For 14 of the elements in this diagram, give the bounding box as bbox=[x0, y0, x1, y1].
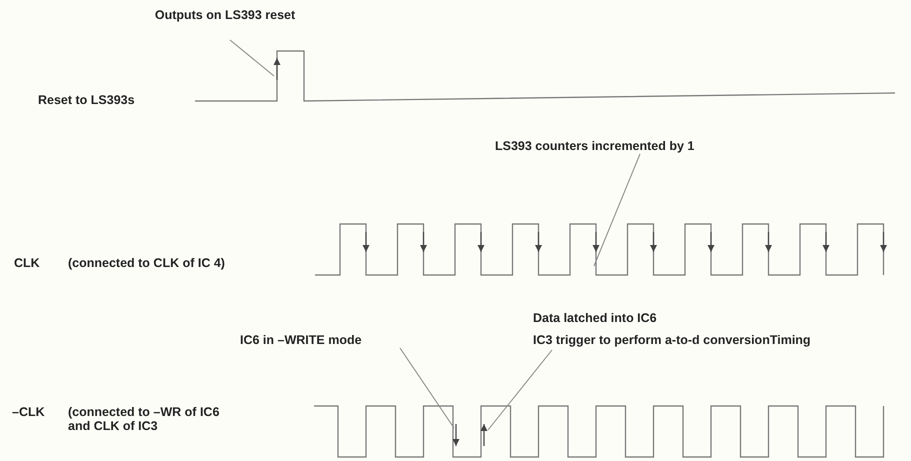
callout-text: LS393 counters incremented by 1 bbox=[495, 139, 775, 153]
callout-text: IC3 trigger to perform a-to-d conversionTiming bbox=[533, 333, 812, 347]
signal-label: (connected to –WR of IC6 and CLK of IC3 bbox=[68, 405, 220, 433]
callout-text: Data latched into IC6 bbox=[533, 311, 658, 325]
callout-text: IC6 in –WRITE mode bbox=[240, 333, 420, 347]
leader-line bbox=[488, 350, 552, 430]
leader-line bbox=[230, 40, 274, 76]
leader-line bbox=[400, 348, 454, 428]
signal-label: –CLK bbox=[12, 405, 45, 419]
callout-text: Outputs on LS393 reset bbox=[150, 8, 300, 22]
signal-label: (connected to CLK of IC 4) bbox=[68, 256, 225, 270]
leader-line bbox=[594, 154, 640, 266]
signal-label: CLK bbox=[14, 256, 40, 270]
signal-label: Reset to LS393s bbox=[38, 93, 135, 107]
